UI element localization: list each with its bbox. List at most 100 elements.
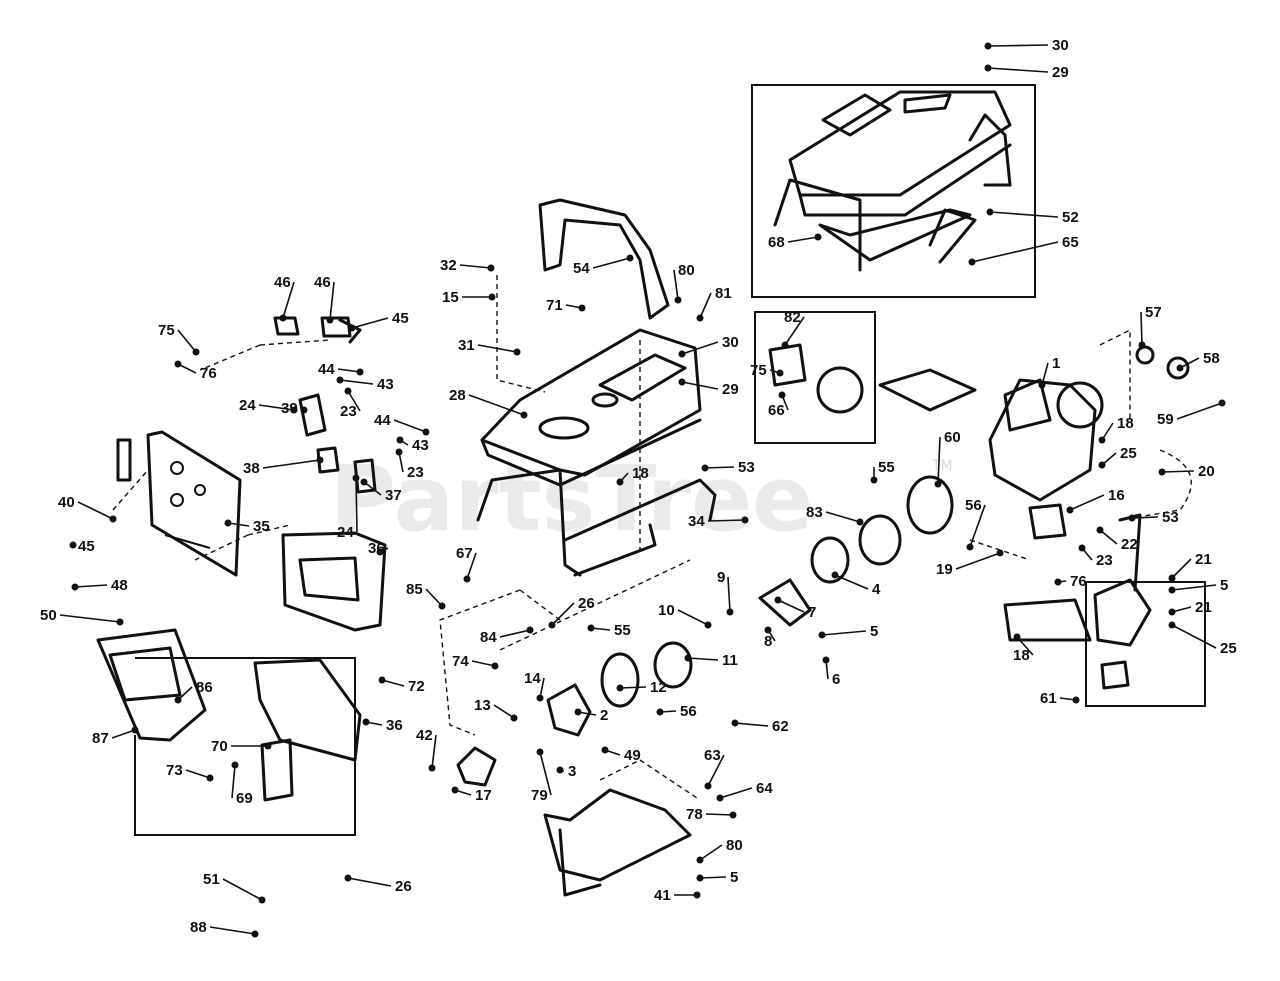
- part-marker: [781, 341, 789, 349]
- callout-number: 13: [474, 697, 491, 714]
- leader-line: [347, 877, 392, 887]
- callout-40: 40: [58, 494, 117, 523]
- part-marker: [984, 42, 992, 50]
- leader-line: [1176, 402, 1223, 420]
- leader-line: [989, 211, 1059, 218]
- callout-38: 38: [243, 456, 324, 477]
- part-marker: [1038, 381, 1046, 389]
- inset-frame-box: [751, 84, 1036, 298]
- leader-line: [734, 722, 769, 727]
- callout-43: 43: [336, 376, 394, 393]
- callout-number: 45: [392, 310, 409, 327]
- part-marker: [326, 316, 334, 324]
- leader-line: [231, 764, 236, 799]
- callout-37: 37: [360, 478, 402, 504]
- callout-81: 81: [696, 285, 732, 322]
- leader-line: [347, 390, 361, 412]
- leader-line: [499, 629, 531, 638]
- callout-84: 84: [480, 626, 534, 646]
- part-marker: [438, 602, 446, 610]
- leader-line: [825, 511, 861, 523]
- part-marker: [1098, 461, 1106, 469]
- leader-line: [719, 787, 753, 799]
- callout-25: 25: [1098, 445, 1137, 469]
- callout-82: 82: [781, 309, 805, 349]
- leader-line: [74, 584, 108, 588]
- callout-85: 85: [406, 581, 446, 610]
- part-marker: [360, 478, 368, 486]
- callout-11: 11: [684, 652, 738, 669]
- part-marker: [1078, 544, 1086, 552]
- callout-number: 59: [1157, 411, 1174, 428]
- callout-17: 17: [451, 786, 492, 804]
- leader-line: [987, 67, 1049, 73]
- leader-line: [329, 281, 335, 321]
- leader-line: [834, 574, 869, 590]
- part-marker: [870, 476, 878, 484]
- part-marker: [69, 541, 77, 549]
- leader-line: [262, 459, 321, 469]
- callout-54: 54: [573, 254, 634, 277]
- part-marker: [356, 368, 364, 376]
- leader-line: [282, 281, 295, 319]
- part-marker: [984, 64, 992, 72]
- part-marker: [774, 596, 782, 604]
- callout-number: 3: [568, 763, 576, 780]
- part-marker: [264, 742, 272, 750]
- callout-number: 56: [965, 497, 982, 514]
- callout-number: 38: [243, 460, 260, 477]
- leader-line: [727, 576, 731, 613]
- part-marker: [536, 694, 544, 702]
- leader-line: [431, 734, 437, 769]
- callout-29: 29: [984, 64, 1069, 81]
- part-marker: [316, 456, 324, 464]
- leader-line: [111, 729, 136, 739]
- callout-number: 4: [872, 581, 881, 598]
- callout-number: 23: [1096, 552, 1113, 569]
- callout-23: 23: [1078, 544, 1113, 569]
- part-marker: [1168, 621, 1176, 629]
- callout-29: 29: [678, 378, 739, 398]
- leader-line: [707, 754, 725, 787]
- callout-68: 68: [768, 233, 822, 251]
- callout-51: 51: [203, 871, 266, 904]
- callout-56: 56: [965, 497, 986, 551]
- leader-line: [468, 394, 525, 416]
- callout-number: 54: [573, 260, 590, 277]
- callout-number: 76: [1070, 573, 1087, 590]
- callout-number: 10: [658, 602, 675, 619]
- callout-76: 76: [174, 360, 217, 382]
- callout-number: 31: [458, 337, 475, 354]
- callout-23: 23: [340, 387, 361, 420]
- callout-number: 88: [190, 919, 207, 936]
- callout-5: 5: [1168, 577, 1228, 594]
- callout-26: 26: [344, 874, 412, 895]
- part-marker: [131, 726, 139, 734]
- generator-assembly: [456, 475, 954, 897]
- callout-number: 41: [654, 887, 671, 904]
- callout-87: 87: [92, 726, 139, 747]
- callout-4: 4: [831, 571, 881, 598]
- part-marker: [378, 676, 386, 684]
- part-marker: [290, 406, 298, 414]
- leader-line: [539, 751, 552, 796]
- leader-line: [1041, 362, 1049, 386]
- part-marker: [192, 348, 200, 356]
- part-marker: [741, 516, 749, 524]
- callout-16: 16: [1066, 487, 1125, 514]
- callout-number: 53: [738, 459, 755, 476]
- leader-line: [1069, 494, 1105, 511]
- callout-number: 7: [808, 604, 816, 621]
- callout-number: 42: [416, 727, 433, 744]
- part-marker: [934, 480, 942, 488]
- watermark-text: PartsTree: [330, 447, 813, 552]
- leader-line: [784, 316, 805, 346]
- callout-number: 18: [1013, 647, 1030, 664]
- callout-number: 18: [1117, 415, 1134, 432]
- callout-number: 64: [756, 780, 773, 797]
- callout-67: 67: [456, 545, 477, 583]
- callout-number: 30: [722, 334, 739, 351]
- callout-number: 75: [158, 322, 175, 339]
- callout-number: 16: [1108, 487, 1125, 504]
- callout-25: 25: [1168, 621, 1237, 657]
